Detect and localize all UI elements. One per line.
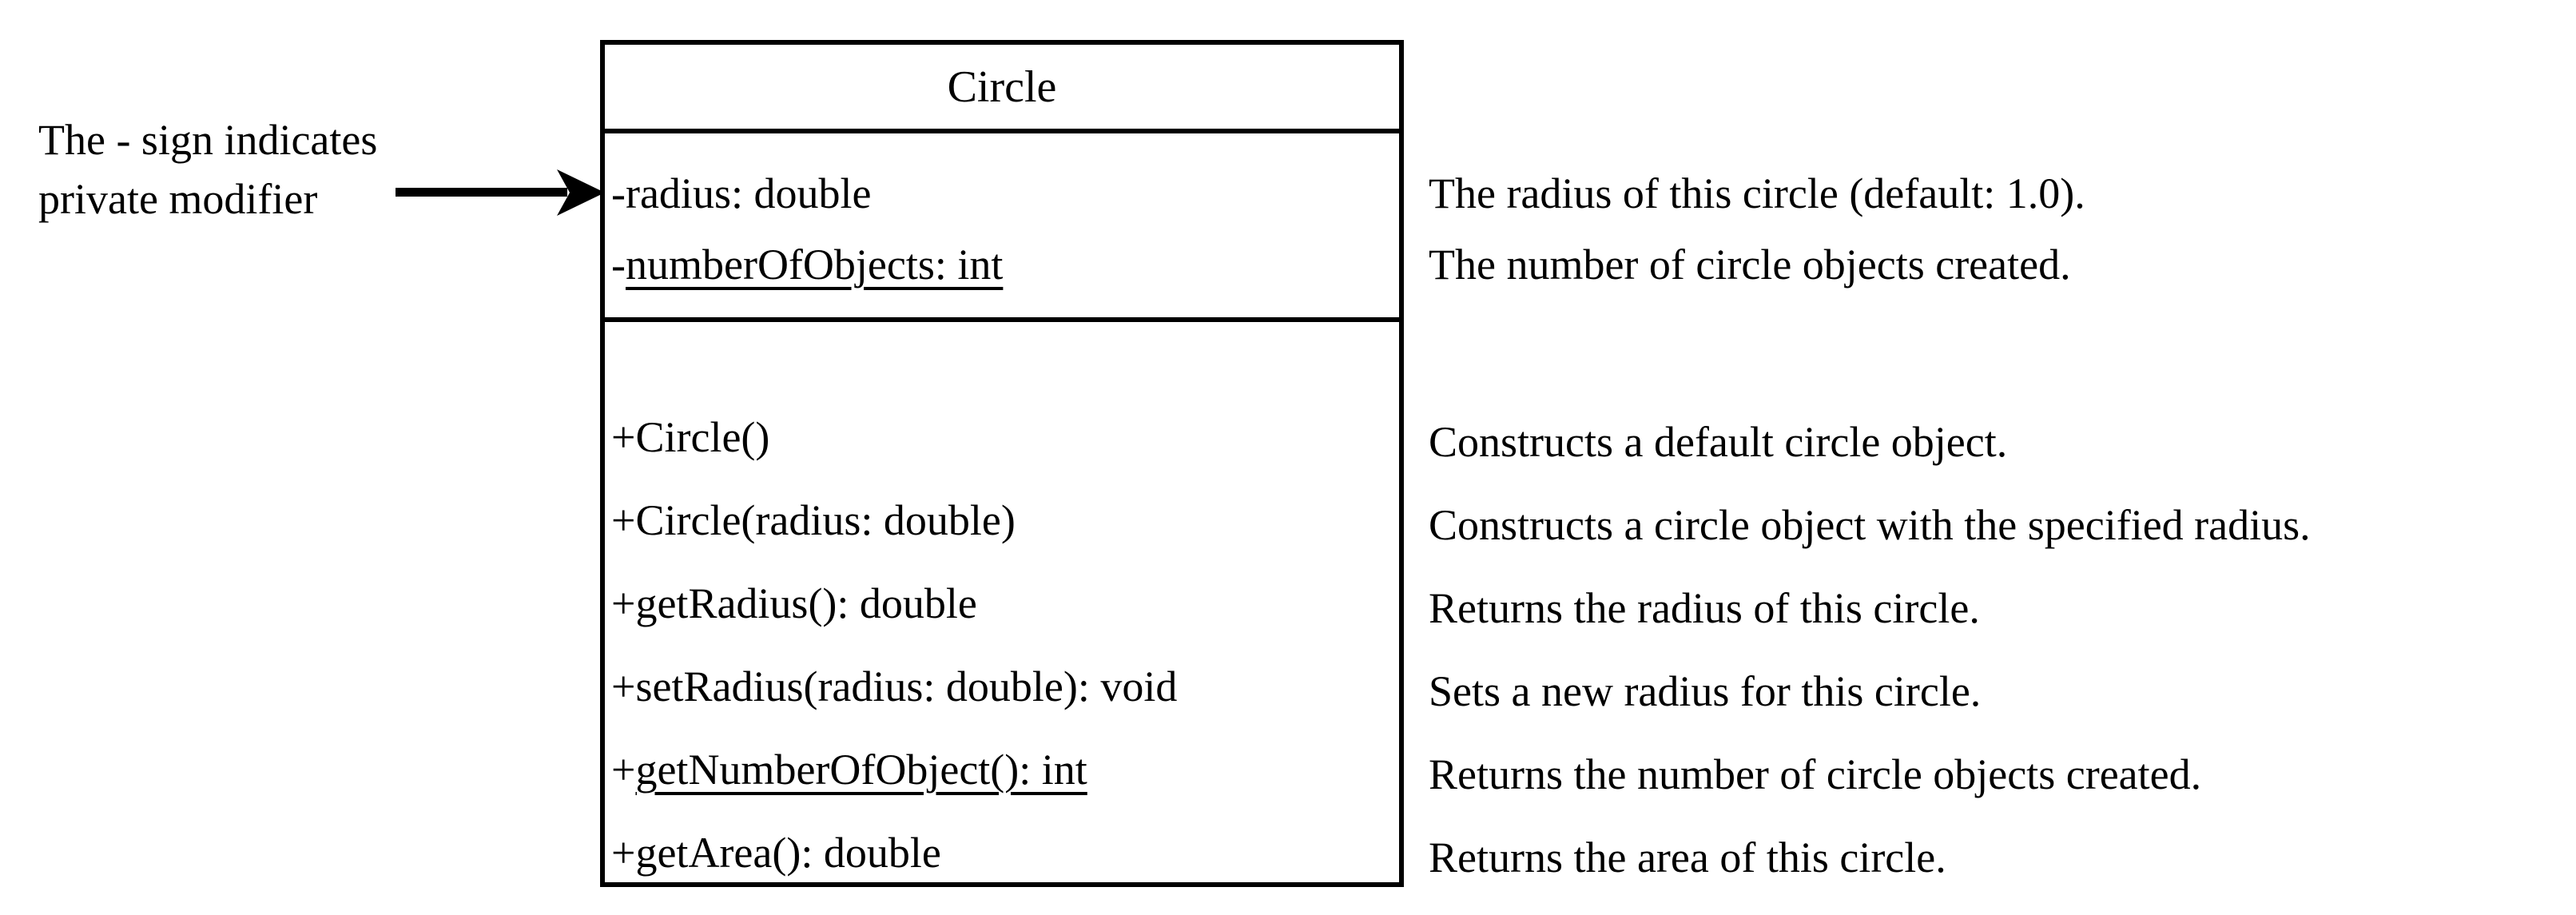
method-description: Returns the area of this circle. [1429,833,1946,881]
visibility-sigil: + [611,496,636,544]
methods-compartment: +Circle() +Circle(radius: double) +getRa… [605,322,1399,877]
attributes-compartment: -radius: double -numberOfObjects: int [605,133,1399,322]
visibility-sigil: + [611,579,636,627]
method-description: Returns the number of circle objects cre… [1429,750,2202,798]
attribute-description: The number of circle objects created. [1429,241,2071,288]
attribute-description: The radius of this circle (default: 1.0)… [1429,169,2085,217]
uml-class-box-circle: Circle -radius: double -numberOfObjects:… [600,40,1404,887]
annotation-arrow [396,164,607,223]
method-signature: getRadius(): double [635,579,977,627]
method-signature: getNumberOfObject(): int [635,746,1087,794]
class-name: Circle [947,62,1057,112]
class-name-compartment: Circle [605,45,1399,133]
annotation-line-1: The - sign indicates [38,116,378,164]
annotation-private-modifier: The - sign indicates private modifier [38,110,406,229]
method-row: +setRadius(radius: double): void [611,665,1177,708]
method-description: Constructs a default circle object. [1429,418,2008,466]
visibility-sigil: - [611,241,626,288]
attribute-row: -numberOfObjects: int [611,243,1003,286]
method-signature: Circle() [635,413,770,461]
method-signature: getArea(): double [635,829,941,877]
visibility-sigil: - [611,169,626,217]
arrow-right-icon [396,169,605,216]
visibility-sigil: + [611,662,636,710]
annotation-line-2: private modifier [38,175,318,223]
method-description: Constructs a circle object with the spec… [1429,501,2311,549]
attribute-signature: numberOfObjects: int [625,241,1004,288]
method-row: +getRadius(): double [611,582,977,625]
method-description: Sets a new radius for this circle. [1429,667,1982,715]
visibility-sigil: + [611,829,636,877]
attribute-signature: radius: double [625,169,872,217]
method-row: +getArea(): double [611,831,941,874]
attribute-row: -radius: double [611,172,871,215]
visibility-sigil: + [611,746,636,794]
method-row: +getNumberOfObject(): int [611,748,1087,791]
visibility-sigil: + [611,413,636,461]
method-row: +Circle() [611,416,769,459]
method-signature: setRadius(radius: double): void [635,662,1178,710]
method-description: Returns the radius of this circle. [1429,584,1980,632]
method-signature: Circle(radius: double) [635,496,1016,544]
method-row: +Circle(radius: double) [611,499,1016,542]
